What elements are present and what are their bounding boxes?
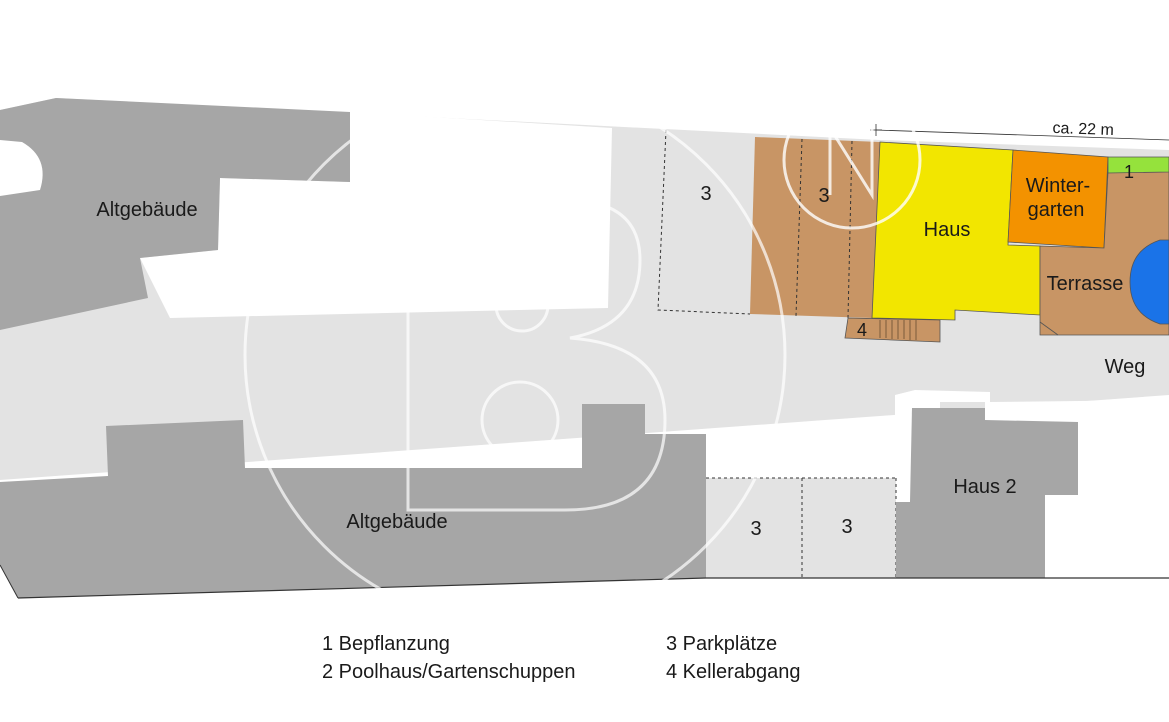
- white-area-right: [895, 390, 1169, 578]
- legend-item-2: 2 Poolhaus/Gartenschuppen: [322, 661, 576, 683]
- legend-item-1: 1 Bepflanzung: [322, 633, 450, 655]
- legend-column-1: 1 Bepflanzung 2 Poolhaus/Gartenschuppen: [322, 630, 576, 686]
- haus2-building: [896, 408, 1078, 578]
- planting-strip: [1107, 156, 1169, 174]
- label-planting-marker: 1: [1124, 162, 1134, 182]
- label-terrasse: Terrasse: [1047, 273, 1124, 295]
- legend-item-4: 4 Kellerabgang: [666, 661, 801, 683]
- label-altgebaeude-top: Altgebäude: [96, 199, 197, 221]
- old-building-notch: [0, 140, 43, 196]
- legend-item-3: 3 Parkplätze: [666, 633, 778, 655]
- legend-column-2: 3 Parkplätze 4 Kellerabgang: [666, 630, 801, 686]
- label-parking-top-brown: 3: [818, 185, 829, 207]
- label-weg: Weg: [1105, 356, 1146, 378]
- label-wintergarten-2: garten: [1028, 199, 1085, 221]
- parking-brown-area: [750, 137, 880, 318]
- parking-bottom-area: [706, 478, 896, 578]
- label-haus: Haus: [924, 219, 971, 241]
- b3-logo-watermark: [243, 83, 787, 627]
- old-building-bottom: [0, 404, 706, 598]
- label-wintergarten-1: Winter-: [1026, 175, 1090, 197]
- pool: [1129, 239, 1169, 325]
- label-cellar-marker: 4: [857, 320, 867, 340]
- old-building-top: [0, 98, 350, 330]
- label-altgebaeude-bottom: Altgebäude: [346, 511, 447, 533]
- label-haus2: Haus 2: [953, 476, 1016, 498]
- label-parking-top-left: 3: [700, 183, 711, 205]
- white-area-top: [140, 112, 612, 318]
- label-parking-bottom-right: 3: [841, 516, 852, 538]
- label-parking-bottom-left: 3: [750, 518, 761, 540]
- north-arrow-icon: [782, 90, 922, 230]
- label-dimension: ca. 22 m: [1052, 120, 1114, 139]
